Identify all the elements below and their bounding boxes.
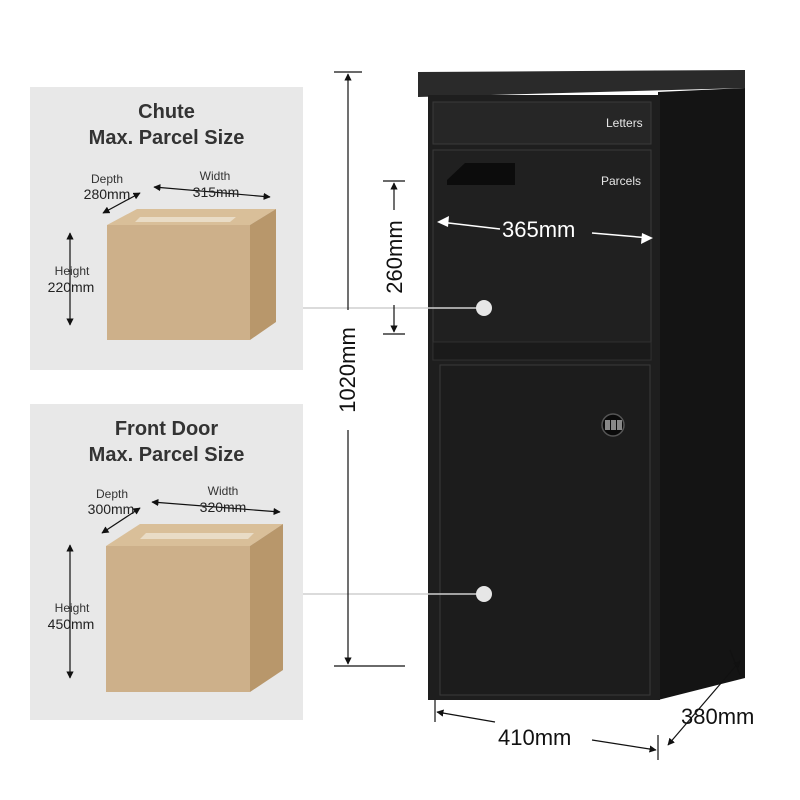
letters-slot-label: Letters bbox=[606, 116, 643, 130]
chute-height-value: 260mm bbox=[382, 220, 407, 294]
front-door-width-value: 320mm bbox=[199, 499, 247, 515]
total-height-value: 1020mm bbox=[335, 327, 360, 413]
chute-height-label: Height bbox=[54, 264, 90, 278]
total-width-arrow bbox=[434, 700, 659, 760]
parcels-chute-label: Parcels bbox=[601, 174, 642, 188]
chute-width-value: 315mm bbox=[192, 184, 240, 200]
chute-depth-label: Depth bbox=[90, 172, 124, 186]
front-door-box-dimension-arrows bbox=[66, 498, 281, 679]
chute-width-value: 365mm bbox=[502, 217, 576, 242]
total-height-arrow bbox=[334, 71, 405, 667]
front-door-title: Front Door bbox=[114, 418, 219, 440]
chute-box-dimension-arrows bbox=[66, 183, 271, 326]
chute-depth-value: 280mm bbox=[83, 186, 131, 202]
combination-lock-icon bbox=[601, 413, 625, 437]
front-door-parcel-box bbox=[106, 524, 283, 692]
parcel-cabinet bbox=[418, 70, 745, 700]
chute-height-value: 220mm bbox=[47, 279, 95, 295]
chute-parcel-box bbox=[107, 209, 276, 340]
chute-width-arrow bbox=[437, 216, 653, 244]
front-door-pointer bbox=[303, 586, 492, 602]
chute-width-label: Width bbox=[199, 169, 231, 183]
front-door-depth-value: 300mm bbox=[87, 501, 135, 517]
chute-subtitle: Max. Parcel Size bbox=[88, 127, 245, 149]
total-depth-value: 380mm bbox=[681, 704, 755, 729]
front-door-subtitle: Max. Parcel Size bbox=[88, 444, 245, 466]
front-door-width-label: Width bbox=[207, 484, 239, 498]
total-depth-arrow bbox=[667, 649, 741, 746]
chute-height-arrow bbox=[383, 180, 405, 335]
front-door-height-label: Height bbox=[54, 601, 90, 615]
front-door-height-value: 450mm bbox=[47, 616, 95, 632]
total-width-value: 410mm bbox=[498, 725, 572, 750]
front-door-depth-label: Depth bbox=[95, 487, 129, 501]
chute-title: Chute bbox=[138, 101, 195, 123]
